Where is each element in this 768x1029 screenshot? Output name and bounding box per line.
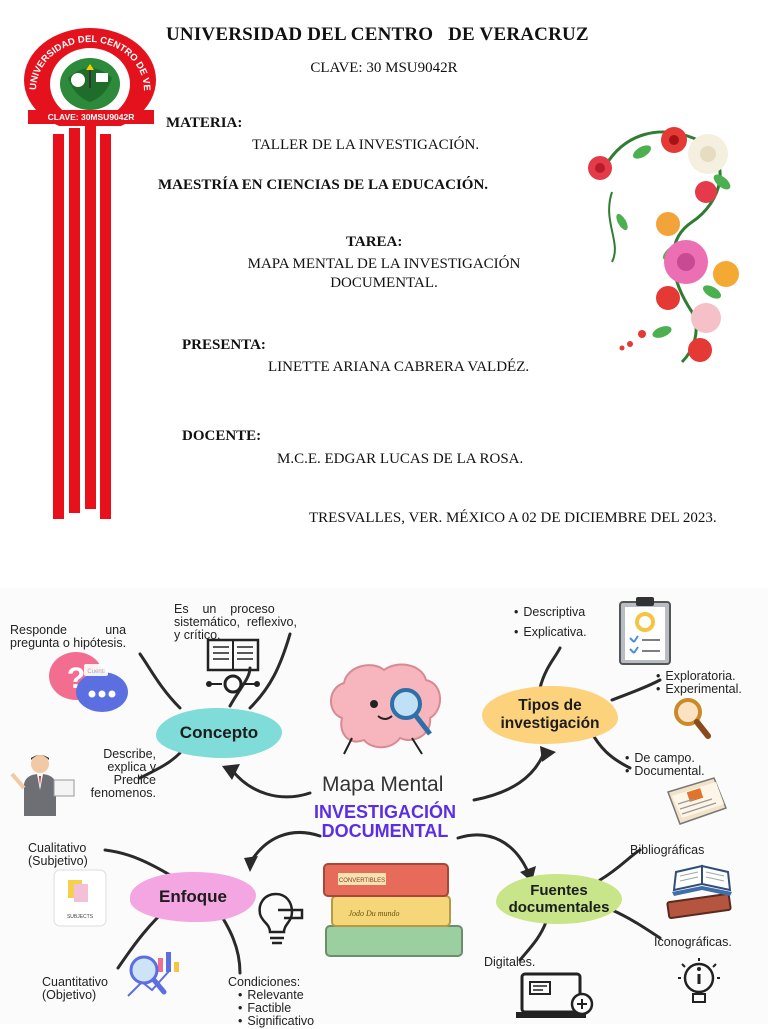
tipos-b-item-1: Exploratoria. <box>656 670 742 683</box>
enfoque-cual-line-1: Cualitativo <box>28 841 87 855</box>
enfoque-cual-line-2: (Subjetivo) <box>28 854 88 868</box>
question-chat-icon: ? Cuenti <box>46 648 130 716</box>
concepto-describe-line-2: explica y <box>107 760 156 774</box>
subjects-card-icon: SUBJECTS <box>52 868 108 928</box>
clave: CLAVE: 30 MSU9042R <box>310 60 458 76</box>
stripe <box>100 134 111 519</box>
concepto-describe-line-4: fenomenos. <box>90 786 156 800</box>
enfoque-cuantitativo: Cuantitativo (Objetivo) <box>42 976 108 1002</box>
mindmap-title-line-2: DOCUMENTAL <box>321 821 449 841</box>
docente-value: M.C.E. EDGAR LUCAS DE LA ROSA. <box>277 451 524 467</box>
open-book-gear-icon <box>204 636 262 698</box>
university-logo: UNIVERSIDAD DEL CENTRO DE VERACRUZ CLAVE… <box>13 10 162 132</box>
presenta-label: PRESENTA: <box>182 337 266 353</box>
info-bulb-icon <box>676 956 722 1008</box>
materia-label: MATERIA: <box>166 115 243 131</box>
question-card-text: Cuenti <box>87 669 104 675</box>
node-tipos: Tipos de investigación <box>482 686 618 744</box>
tipos-group-b: Exploratoria. Experimental. <box>656 670 742 696</box>
enfoque-cond-item-2: Factible <box>228 1002 314 1015</box>
fuentes-digitales: Digitales. <box>484 955 536 969</box>
mindmap-title-line-1: INVESTIGACIÓN <box>313 802 456 822</box>
concepto-describe: Describe, explica y Predice fenomenos. <box>80 748 156 800</box>
books-stack-illustration: CONVERTIBLES Jodo Du mundo <box>318 850 466 960</box>
concepto-def-line-3: y crítico. <box>174 628 221 642</box>
lightbulb-icon <box>254 888 306 948</box>
logo-clave-text: CLAVE: 30MSU9042R <box>48 112 135 122</box>
concepto-def-line-2: sistemático, reflexivo, <box>174 615 297 629</box>
enfoque-cond-item-3: Significativo <box>228 1015 314 1028</box>
tarea-line-2: DOCUMENTAL. <box>330 275 438 291</box>
book-title-1: CONVERTIBLES <box>339 878 385 884</box>
node-tipos-line-1: Tipos de <box>518 697 582 714</box>
tipos-c-item-1: De campo. <box>625 752 705 765</box>
node-enfoque: Enfoque <box>130 872 256 922</box>
docente-label: DOCENTE: <box>182 428 262 444</box>
laptop-icon <box>514 972 604 1024</box>
stripe <box>53 134 64 519</box>
concepto-definition: Es un proceso sistemático, reflexivo, y … <box>174 603 316 642</box>
tipos-a-item-1: Descriptiva <box>514 602 587 622</box>
place-date: TRESVALLES, VER. MÉXICO A 02 DE DICIEMBR… <box>309 510 717 526</box>
clipboard-icon <box>616 594 674 666</box>
tipos-b-item-2: Experimental. <box>656 683 741 696</box>
materia-value: TALLER DE LA INVESTIGACIÓN. <box>252 137 480 153</box>
fuentes-bibliograficas: Bibliográficas <box>630 843 705 857</box>
tarea-label: TAREA: <box>346 234 403 250</box>
brain-illustration <box>322 658 448 758</box>
magnifier-icon <box>672 696 712 740</box>
node-enfoque-label: Enfoque <box>159 887 227 906</box>
floral-ornament <box>582 112 746 370</box>
tipos-a-item-2: Explicativa. <box>514 622 586 642</box>
tarea-line-1: MAPA MENTAL DE LA INVESTIGACIÓN <box>247 256 521 272</box>
open-books-icon <box>664 860 740 922</box>
node-fuentes-line-2: documentales <box>508 899 610 916</box>
node-concepto-label: Concepto <box>179 723 259 742</box>
newspaper-icon <box>664 774 730 828</box>
node-fuentes: Fuentes documentales <box>496 874 622 924</box>
enfoque-cuan-line-2: (Objetivo) <box>42 988 97 1002</box>
concepto-responde-line-1: Responde una <box>10 623 127 637</box>
fuentes-iconograficas: Iconográficas. <box>654 935 732 949</box>
concepto-def-line-1: Es un proceso <box>174 602 275 616</box>
concepto-describe-line-3: Predice <box>113 773 156 787</box>
enfoque-cond-title: Condiciones: <box>228 975 301 989</box>
tipos-group-c: De campo. Documental. <box>625 752 705 778</box>
enfoque-cond-item-1: Relevante <box>228 989 314 1002</box>
tipos-c-item-2: Documental. <box>625 765 704 778</box>
enfoque-condiciones: Condiciones: Relevante Factible Signific… <box>228 976 314 1028</box>
program: MAESTRÍA EN CIENCIAS DE LA EDUCACIÓN. <box>158 177 489 193</box>
node-fuentes-line-1: Fuentes <box>530 882 588 899</box>
book-title-2: Jodo Du mundo <box>348 909 399 918</box>
mind-map: Mapa Mental INVESTIGACIÓN DOCUMENTAL CON… <box>0 588 768 1028</box>
mindmap-title: INVESTIGACIÓN DOCUMENTAL <box>290 803 480 841</box>
concepto-describe-line-1: Describe, <box>103 747 156 761</box>
node-concepto: Concepto <box>156 708 282 758</box>
subjects-card-text: SUBJECTS <box>67 914 94 920</box>
chart-search-icon <box>124 948 182 1004</box>
tipos-group-a: Descriptiva Explicativa. <box>514 602 587 642</box>
enfoque-cualitativo: Cualitativo (Subjetivo) <box>28 842 88 868</box>
stripe <box>85 124 96 509</box>
concepto-responde-line-2: pregunta o hipótesis. <box>10 636 127 650</box>
enfoque-cuan-line-1: Cuantitativo <box>42 975 109 989</box>
stripe <box>69 128 80 513</box>
presenta-value: LINETTE ARIANA CABRERA VALDÉZ. <box>268 359 530 375</box>
concepto-responde: Responde una pregunta o hipótesis. <box>10 624 150 650</box>
teacher-icon <box>10 750 80 818</box>
node-tipos-line-2: investigación <box>500 715 600 732</box>
university-name: UNIVERSIDAD DEL CENTRO DE VERACRUZ <box>166 24 589 45</box>
mindmap-title-small: Mapa Mental <box>322 773 444 796</box>
